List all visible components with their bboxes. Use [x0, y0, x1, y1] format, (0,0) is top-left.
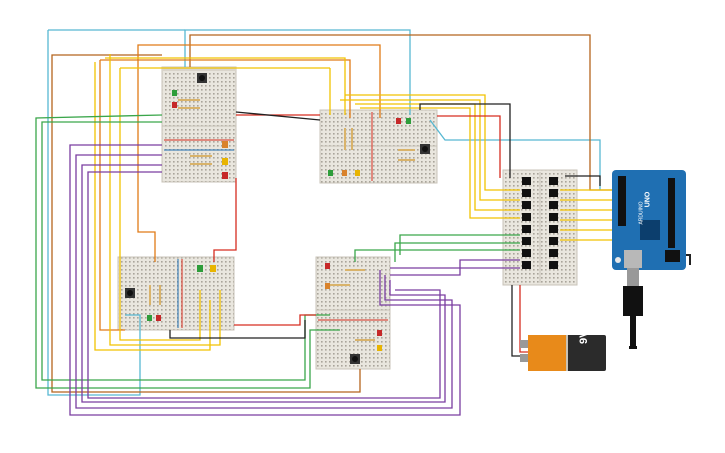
arduino-name-label: ARDUINO [638, 201, 645, 225]
breadboard-top-left[interactable] [161, 66, 237, 183]
battery-9v[interactable] [520, 335, 606, 371]
leds [147, 90, 411, 351]
breadboard-bottom-left[interactable] [117, 256, 235, 331]
transistor-array [522, 177, 558, 269]
breadboard-right[interactable] [502, 169, 578, 286]
pushbutton-bottom-left[interactable] [125, 288, 135, 298]
pushbutton-top-left[interactable] [197, 73, 207, 83]
arduino-uno[interactable] [612, 170, 686, 270]
breadboard-bottom-center[interactable] [315, 256, 391, 370]
pushbutton-bottom-center[interactable] [350, 354, 360, 364]
arduino-brand-label: UNO [644, 191, 652, 208]
resistors [149, 99, 415, 341]
battery-label: 9V [578, 330, 590, 344]
usb-cable [623, 268, 643, 349]
breadboard-top-center[interactable] [319, 109, 438, 184]
pushbutton-top-center[interactable] [420, 144, 430, 154]
